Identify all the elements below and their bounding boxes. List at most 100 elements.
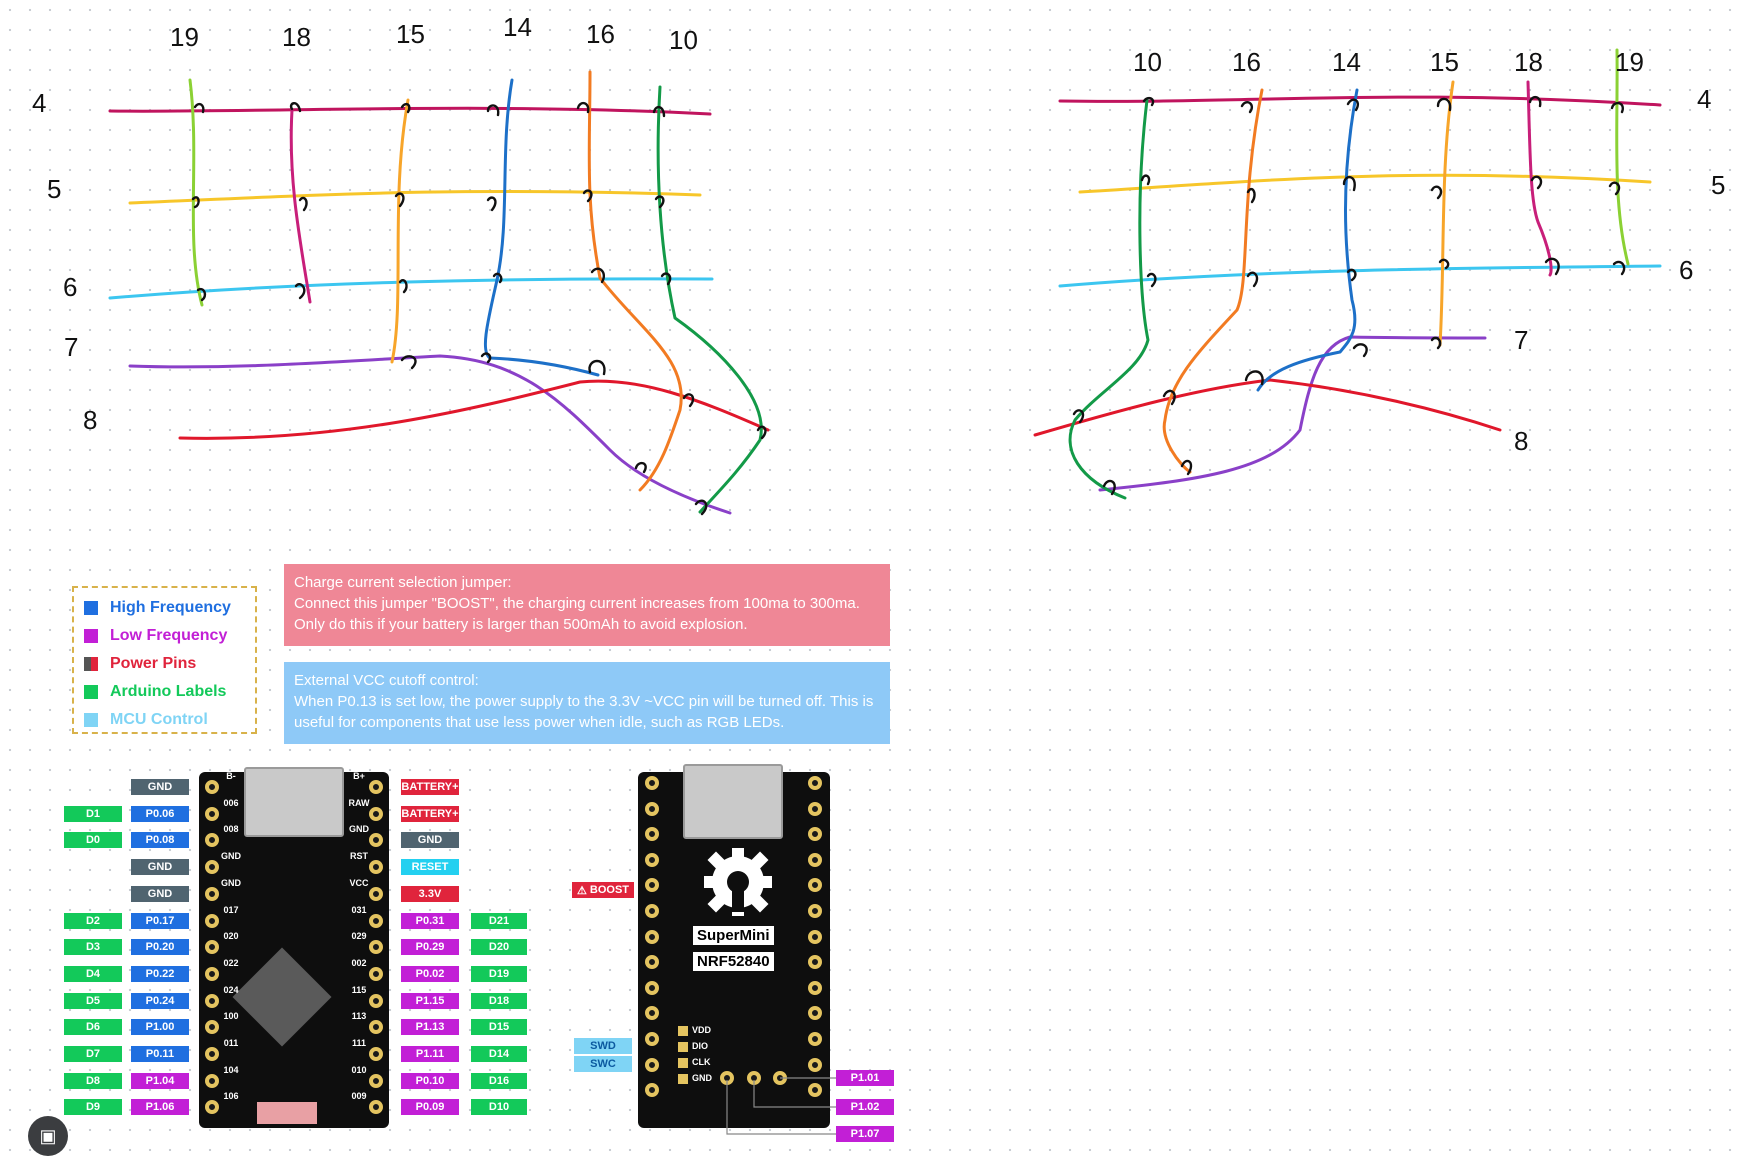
diode-mark <box>193 102 205 114</box>
legend-item: MCU Control <box>84 706 245 734</box>
pin-pad <box>645 955 659 970</box>
arduino-label: D2 <box>64 912 122 929</box>
diode-mark <box>582 189 593 203</box>
pin-pad <box>645 1032 659 1046</box>
mcu-pin-label: P1.13 <box>401 1019 459 1036</box>
silkscreen-label: 104 <box>223 1064 239 1075</box>
pin-pad <box>369 806 383 821</box>
pin-pad <box>808 904 822 918</box>
arduino-label: D6 <box>64 1019 122 1036</box>
diode-mark <box>1530 175 1543 190</box>
debug-pad <box>678 1026 688 1036</box>
diode-mark <box>1140 174 1151 186</box>
diode-mark <box>480 352 492 364</box>
pin-pad <box>205 940 219 955</box>
mcu-pin-label: P0.22 <box>131 965 189 982</box>
diode-mark <box>492 272 503 284</box>
pin-pad <box>808 1006 822 1021</box>
right-row-label: 8 <box>1514 426 1529 456</box>
legend-swatch <box>84 657 98 671</box>
silkscreen-label: 010 <box>351 1064 367 1075</box>
mcu-pin-label: P0.29 <box>401 939 459 956</box>
pin-pad <box>645 801 659 816</box>
back-board: SuperMini NRF52840 <box>638 764 830 1128</box>
pin-pad <box>205 860 219 875</box>
diode-mark <box>1346 98 1360 112</box>
mcu-pin-label: P0.20 <box>131 939 189 956</box>
right-col-19-wire <box>1615 48 1630 266</box>
left-col-label: 19 <box>170 22 199 52</box>
arduino-label: D18 <box>471 992 527 1009</box>
silkscreen-label: 009 <box>351 1091 367 1102</box>
mcu-pin-label: P0.09 <box>401 1099 459 1116</box>
usb-c-connector <box>244 767 344 837</box>
arduino-label: D20 <box>471 939 527 956</box>
diode-mark <box>652 105 666 118</box>
arduino-label: D0 <box>64 832 122 849</box>
right-row-8-wire <box>1033 378 1502 437</box>
diode-mark <box>1346 268 1357 282</box>
diode-mark <box>634 461 647 474</box>
diode-mark <box>294 283 306 300</box>
debug-pad <box>678 1042 688 1052</box>
left-col-label: 14 <box>503 12 532 42</box>
right-col-18-wire <box>1526 80 1553 277</box>
arduino-label: D5 <box>64 992 122 1009</box>
legend-swatch <box>84 685 98 699</box>
pin-pad <box>369 940 383 955</box>
swc-label: SWC <box>574 1056 632 1072</box>
legend-item: Power Pins <box>84 650 245 678</box>
diode-mark <box>191 196 200 209</box>
mcu-pin-label: P1.00 <box>131 1019 189 1036</box>
pin-pad <box>369 1073 383 1088</box>
arduino-label: D16 <box>471 1072 527 1089</box>
warning-icon: ⚠ <box>576 884 590 897</box>
pin-pad <box>808 801 822 816</box>
silkscreen-label: B+ <box>353 771 365 781</box>
swd-label: SWD <box>574 1038 632 1054</box>
wiring-sketch <box>108 48 1662 516</box>
pin-pad <box>808 827 822 842</box>
pin-pad <box>808 929 822 944</box>
note-body: Connect this jumper "BOOST", the chargin… <box>294 595 860 633</box>
mcu-pin-label: P0.11 <box>131 1046 189 1062</box>
left-row-label: 6 <box>63 272 78 302</box>
silkscreen-label: 111 <box>351 1038 367 1048</box>
left-col-14-wire <box>483 78 600 377</box>
diode-mark <box>756 425 767 440</box>
arduino-label: D21 <box>471 912 527 929</box>
pin-pad <box>369 966 383 981</box>
left-col-16-wire <box>587 70 683 492</box>
silkscreen-label: RST <box>350 851 368 862</box>
pin-pad <box>808 1032 822 1046</box>
pin-pad <box>205 1047 219 1061</box>
silkscreen-label: 002 <box>351 957 367 968</box>
diode-mark <box>1352 343 1368 358</box>
debug-pad <box>678 1058 688 1068</box>
pin-pad <box>645 776 659 790</box>
arduino-label: D3 <box>64 939 122 956</box>
silkscreen-label: VCC <box>349 877 369 888</box>
right-col-label: 10 <box>1133 47 1162 77</box>
mcu-pin-label: P0.17 <box>131 912 189 929</box>
legend-swatch <box>84 629 98 643</box>
diode-mark <box>654 195 665 209</box>
legend-swatch <box>84 713 98 727</box>
board-title: SuperMini <box>693 926 774 945</box>
silkscreen-label: 008 <box>223 824 239 835</box>
diode-mark <box>1528 95 1542 108</box>
debug-pad-label: VDD <box>692 1025 712 1035</box>
legend-label: MCU Control <box>110 711 208 728</box>
arduino-label: D19 <box>471 965 527 982</box>
diode-mark <box>1438 258 1450 270</box>
silkscreen-label: 020 <box>223 931 239 942</box>
diode-mark <box>1430 336 1442 350</box>
board-model: NRF52840 <box>693 952 774 971</box>
silkscreen-label: B- <box>226 771 236 781</box>
mcu-pin-label: P1.11 <box>401 1046 459 1062</box>
silkscreen-label: 006 <box>223 797 239 808</box>
visual-search-icon[interactable]: ▣ <box>28 1116 68 1156</box>
charge-jumper-note: Charge current selection jumper: Connect… <box>284 564 890 646</box>
diode-mark <box>1342 176 1356 192</box>
mcu-pin-label: BATTERY+ <box>401 805 459 822</box>
